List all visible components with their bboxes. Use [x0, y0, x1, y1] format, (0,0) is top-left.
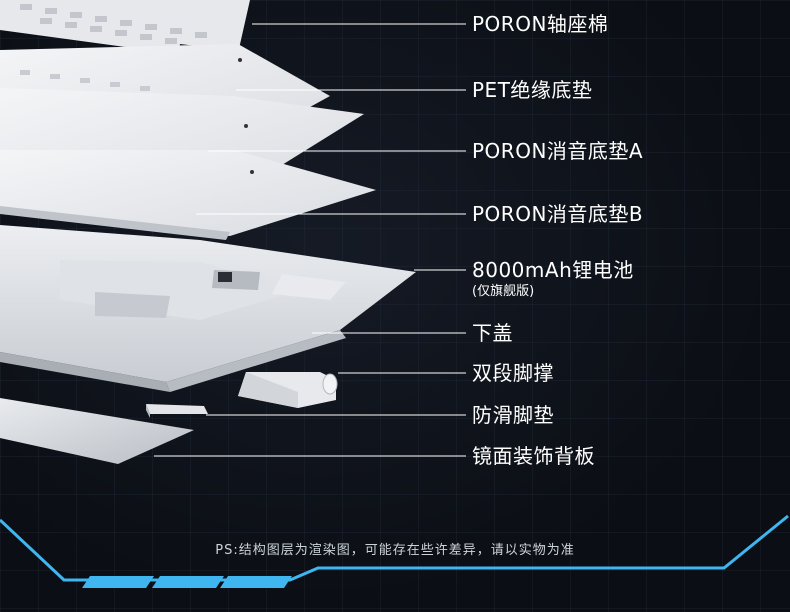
bottom-frame [0, 514, 789, 588]
label-feet: 双段脚撑 [472, 361, 554, 385]
bottom-case [0, 225, 416, 392]
label-poron-pad-b: PORON消音底垫B [472, 202, 644, 226]
label-anti-slip-pads: 防滑脚垫 [472, 403, 554, 427]
label-poron-switch-foam: PORON轴座棉 [472, 12, 609, 36]
label-battery-note: (仅旗舰版) [472, 284, 535, 299]
label-mirror-plate: 镜面装饰背板 [472, 444, 595, 468]
leader-lines [154, 23, 466, 457]
anti-slip-pads [146, 404, 208, 418]
poron-damping-pad-b [0, 150, 376, 240]
two-stage-feet [238, 372, 338, 408]
label-battery: 8000mAh锂电池 [472, 258, 634, 282]
label-pet-insulation: PET绝缘底垫 [472, 78, 593, 102]
label-poron-pad-a: PORON消音底垫A [472, 139, 644, 163]
footer-note: PS:结构图层为渲染图，可能存在些许差异，请以实物为准 [215, 543, 575, 558]
label-bottom-case: 下盖 [472, 321, 513, 345]
mirror-back-plate [0, 398, 194, 464]
